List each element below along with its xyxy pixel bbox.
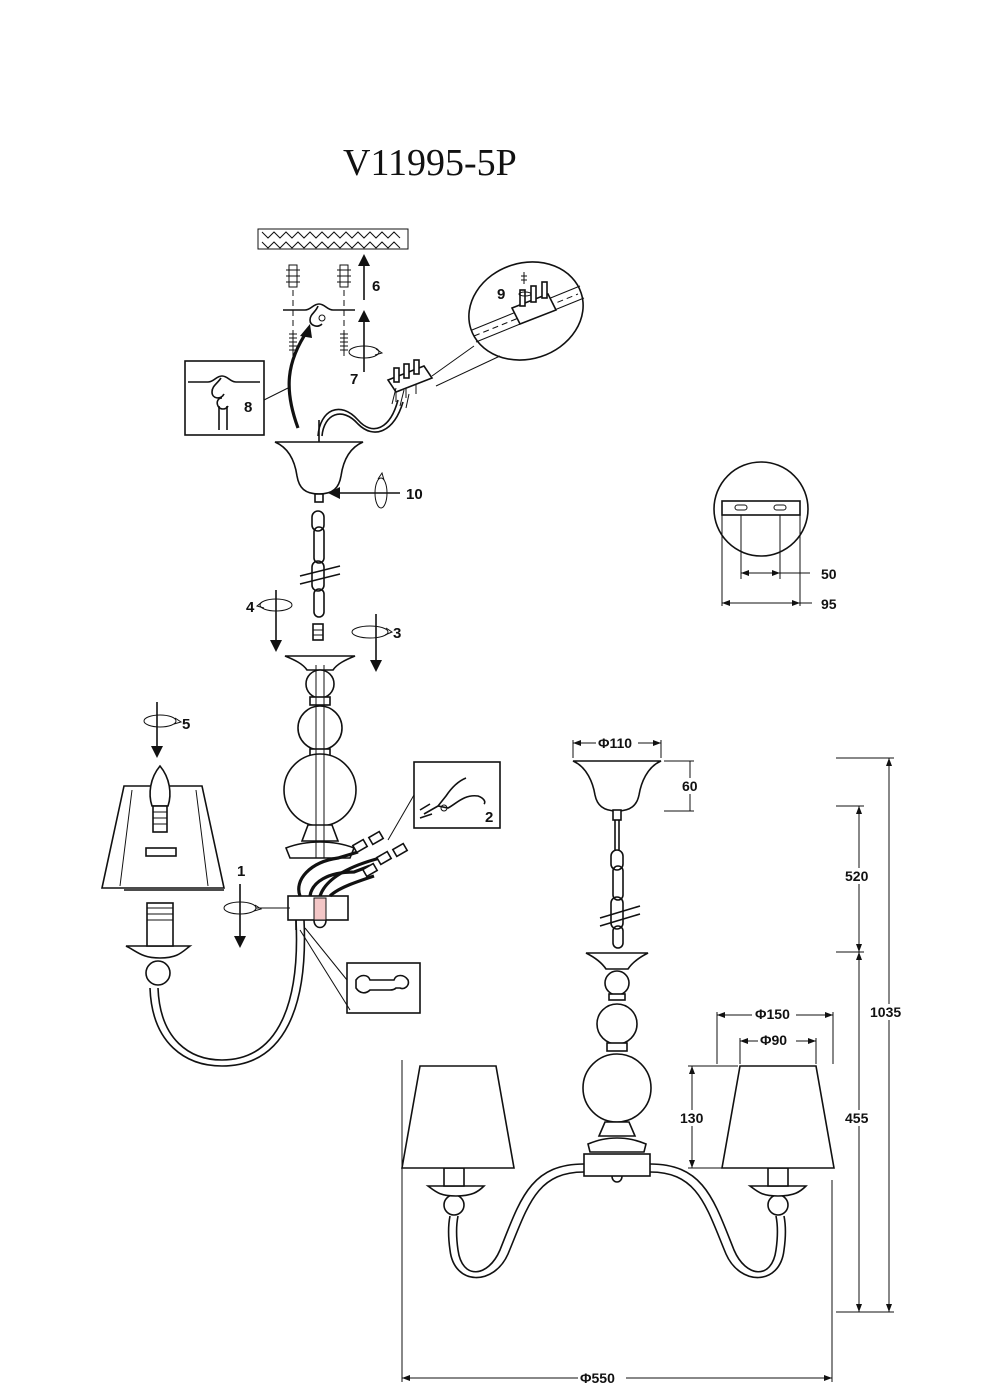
chain-connector [312,623,324,641]
dim-bg [678,1110,710,1126]
mount-hole-spacing-dim: 50 [821,566,837,582]
arrow-down-icon [151,702,163,758]
arrow-down-icon [370,614,382,672]
chandelier-body [283,655,357,930]
pliers-detail-box [387,761,501,841]
suspension-chain [299,510,341,618]
arrow-left-icon [328,487,400,499]
rotate-icon [143,714,183,728]
ceiling-canopy [274,420,364,503]
step-6-label: 6 [372,278,380,295]
wrench-detail-box [299,927,421,1014]
arrow-up-icon [358,254,370,300]
dimension-view-chain [599,820,641,949]
hook-detail-box [184,360,289,436]
step-2-label: 2 [485,809,493,826]
shade-top-diameter-dim: Φ90 [760,1032,787,1048]
power-cable [317,399,399,437]
dim-bg [578,1370,626,1386]
shade-height-dim: 130 [680,1110,704,1126]
terminal-block-icon [386,359,434,409]
canopy-diameter-dim: Φ110 [598,735,632,751]
dim-bg [596,735,638,751]
screw-icon [289,330,348,356]
dimension-view-body [582,952,652,1183]
step-10-label: 10 [406,486,423,503]
mounting-hook-icon [283,303,355,327]
arrow-down-icon [234,884,246,948]
shade-bottom-diameter-dim: Φ150 [755,1006,790,1022]
mount-plate-width-dim: 95 [821,596,837,612]
dim-bg [752,1006,796,1022]
dim-bg [680,778,704,794]
wall-anchor-icon [286,264,351,345]
mount-plate-detail [713,461,812,606]
step-8-label: 8 [244,399,252,416]
dim-bg [758,1032,796,1048]
rotate-icon [351,625,394,639]
model-title: V11995-5P [343,142,517,184]
rotate-icon [223,901,263,915]
dim-bg [842,1110,876,1126]
hang-arrow-icon [287,324,312,429]
terminal-detail-circle [431,261,585,387]
dimension-view-shades [401,1065,835,1169]
total-height-dim: 1035 [870,1004,901,1020]
wire-connectors [297,830,409,898]
overall-diameter-dim: Φ550 [580,1370,615,1386]
rotate-icon [374,471,388,509]
bulb-icon [145,764,177,857]
dim-bg [868,1004,910,1020]
lamp-arm [125,902,306,1067]
ceiling-surface [257,228,409,250]
step-9-label: 9 [497,286,505,303]
dim-bg [842,868,876,884]
rotate-icon [255,598,293,612]
step-7-label: 7 [350,371,358,388]
dimension-view-arms [425,1163,808,1279]
height-dimension-lines [836,757,894,1313]
power-cable [321,401,404,437]
step-4-label: 4 [246,599,255,616]
arrow-up-icon [358,310,370,372]
rotate-icon [348,345,384,359]
lamp-shade [101,785,225,891]
step-3-label: 3 [393,625,401,642]
step-1-label: 1 [237,863,245,880]
dimension-view-canopy [572,740,694,821]
chain-length-dim: 520 [845,868,869,884]
body-height-dim: 455 [845,1110,869,1126]
canopy-height-dim: 60 [682,778,698,794]
step-5-label: 5 [182,716,190,733]
